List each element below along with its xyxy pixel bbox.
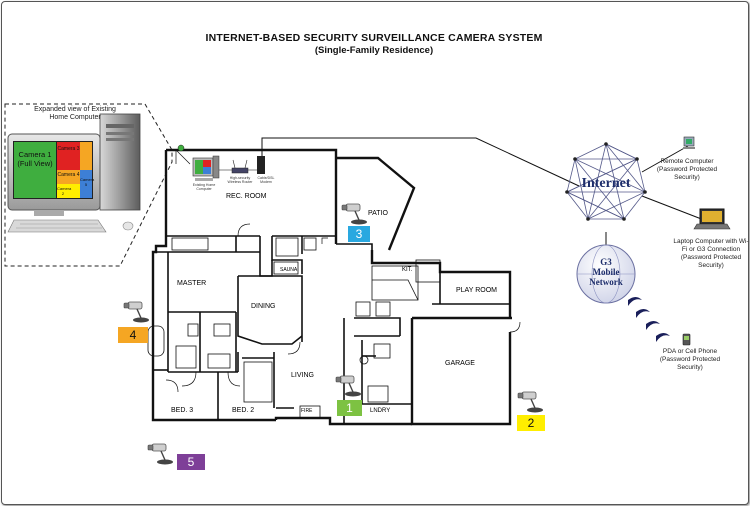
expanded-computer-image [7, 113, 141, 233]
monitor-camera5-label: Camera 5 [80, 177, 95, 187]
camera-5-badge: 5 [177, 454, 205, 470]
remote-computer-icon [683, 136, 695, 149]
status-light-icon [177, 144, 185, 152]
room-lndry: LNDRY [370, 408, 391, 414]
laptop-icon [693, 208, 731, 230]
remote-computer-label: Remote Computer (Password Protected Secu… [656, 158, 718, 181]
diagram-subtitle: (Single-Family Residence) [314, 45, 434, 56]
room-master: MASTER [177, 280, 207, 287]
expanded-view-label: Expanded view of Existing Home Computer [34, 106, 116, 121]
zoom-callout [4, 103, 173, 267]
laptop-label: Laptop Computer with Wi-Fi or G3 Connect… [673, 238, 749, 269]
device-caption-router: High-security Wireless Router [227, 176, 253, 184]
wireless-router-icon [231, 159, 249, 174]
room-play-room: PLAY ROOM [456, 287, 497, 294]
monitor-camera4-label: Camera 4 [57, 172, 80, 178]
room-dining: DINING [251, 303, 276, 310]
device-caption-computer: Existing Home Computer [192, 183, 216, 191]
room-bed3: BED. 3 [171, 407, 194, 414]
rec-room-computer-icon [192, 155, 220, 181]
monitor-camera1-tile [14, 142, 56, 198]
room-living: LIVING [291, 372, 314, 379]
monitor-camera3-tile [57, 142, 80, 170]
monitor-camera5-tile [80, 170, 92, 198]
pda-icon [682, 333, 691, 346]
camera-2-badge: 2 [517, 415, 545, 431]
camera-4-badge: 4 [118, 327, 148, 343]
monitor-camera3-label: Camera 3 [57, 146, 80, 152]
mobile-network-globe [576, 244, 636, 304]
internet-mesh [566, 143, 646, 220]
internet-label: Internet [581, 176, 631, 191]
room-kit: KIT. [402, 267, 413, 273]
room-fire: FIRE [301, 408, 313, 414]
diagram-title: INTERNET-BASED SECURITY SURVEILLANCE CAM… [205, 32, 543, 44]
camera-1-badge: 1 [337, 400, 362, 416]
cable-modem-icon [257, 156, 265, 174]
monitor-camera1-label: Camera 1 (Full View) [17, 150, 53, 168]
camera-4-icon [123, 301, 150, 324]
room-garage: GARAGE [445, 360, 475, 367]
network-link-lines [261, 137, 705, 248]
monitor-camera2-label: Camera 2 [57, 186, 72, 196]
camera-2-icon [517, 391, 544, 414]
camera-3-icon [341, 203, 368, 226]
wireless-signal-waves [628, 297, 670, 342]
room-bed2: BED. 2 [232, 407, 255, 414]
camera-5-icon [147, 443, 174, 466]
camera-3-badge: 3 [348, 226, 370, 242]
room-sauna: SAUNA [280, 267, 298, 273]
monitor-camera2-tile [57, 184, 69, 198]
camera-1-icon [335, 375, 362, 398]
floor-plan [147, 148, 521, 426]
room-rec-room: REC. ROOM [226, 193, 267, 200]
device-caption-modem: Cable/DSL Modem [257, 176, 275, 184]
pda-label: PDA or Cell Phone (Password Protected Se… [659, 348, 721, 371]
mobile-network-label: G3 Mobile Network [589, 257, 623, 287]
room-patio: PATIO [368, 210, 388, 217]
